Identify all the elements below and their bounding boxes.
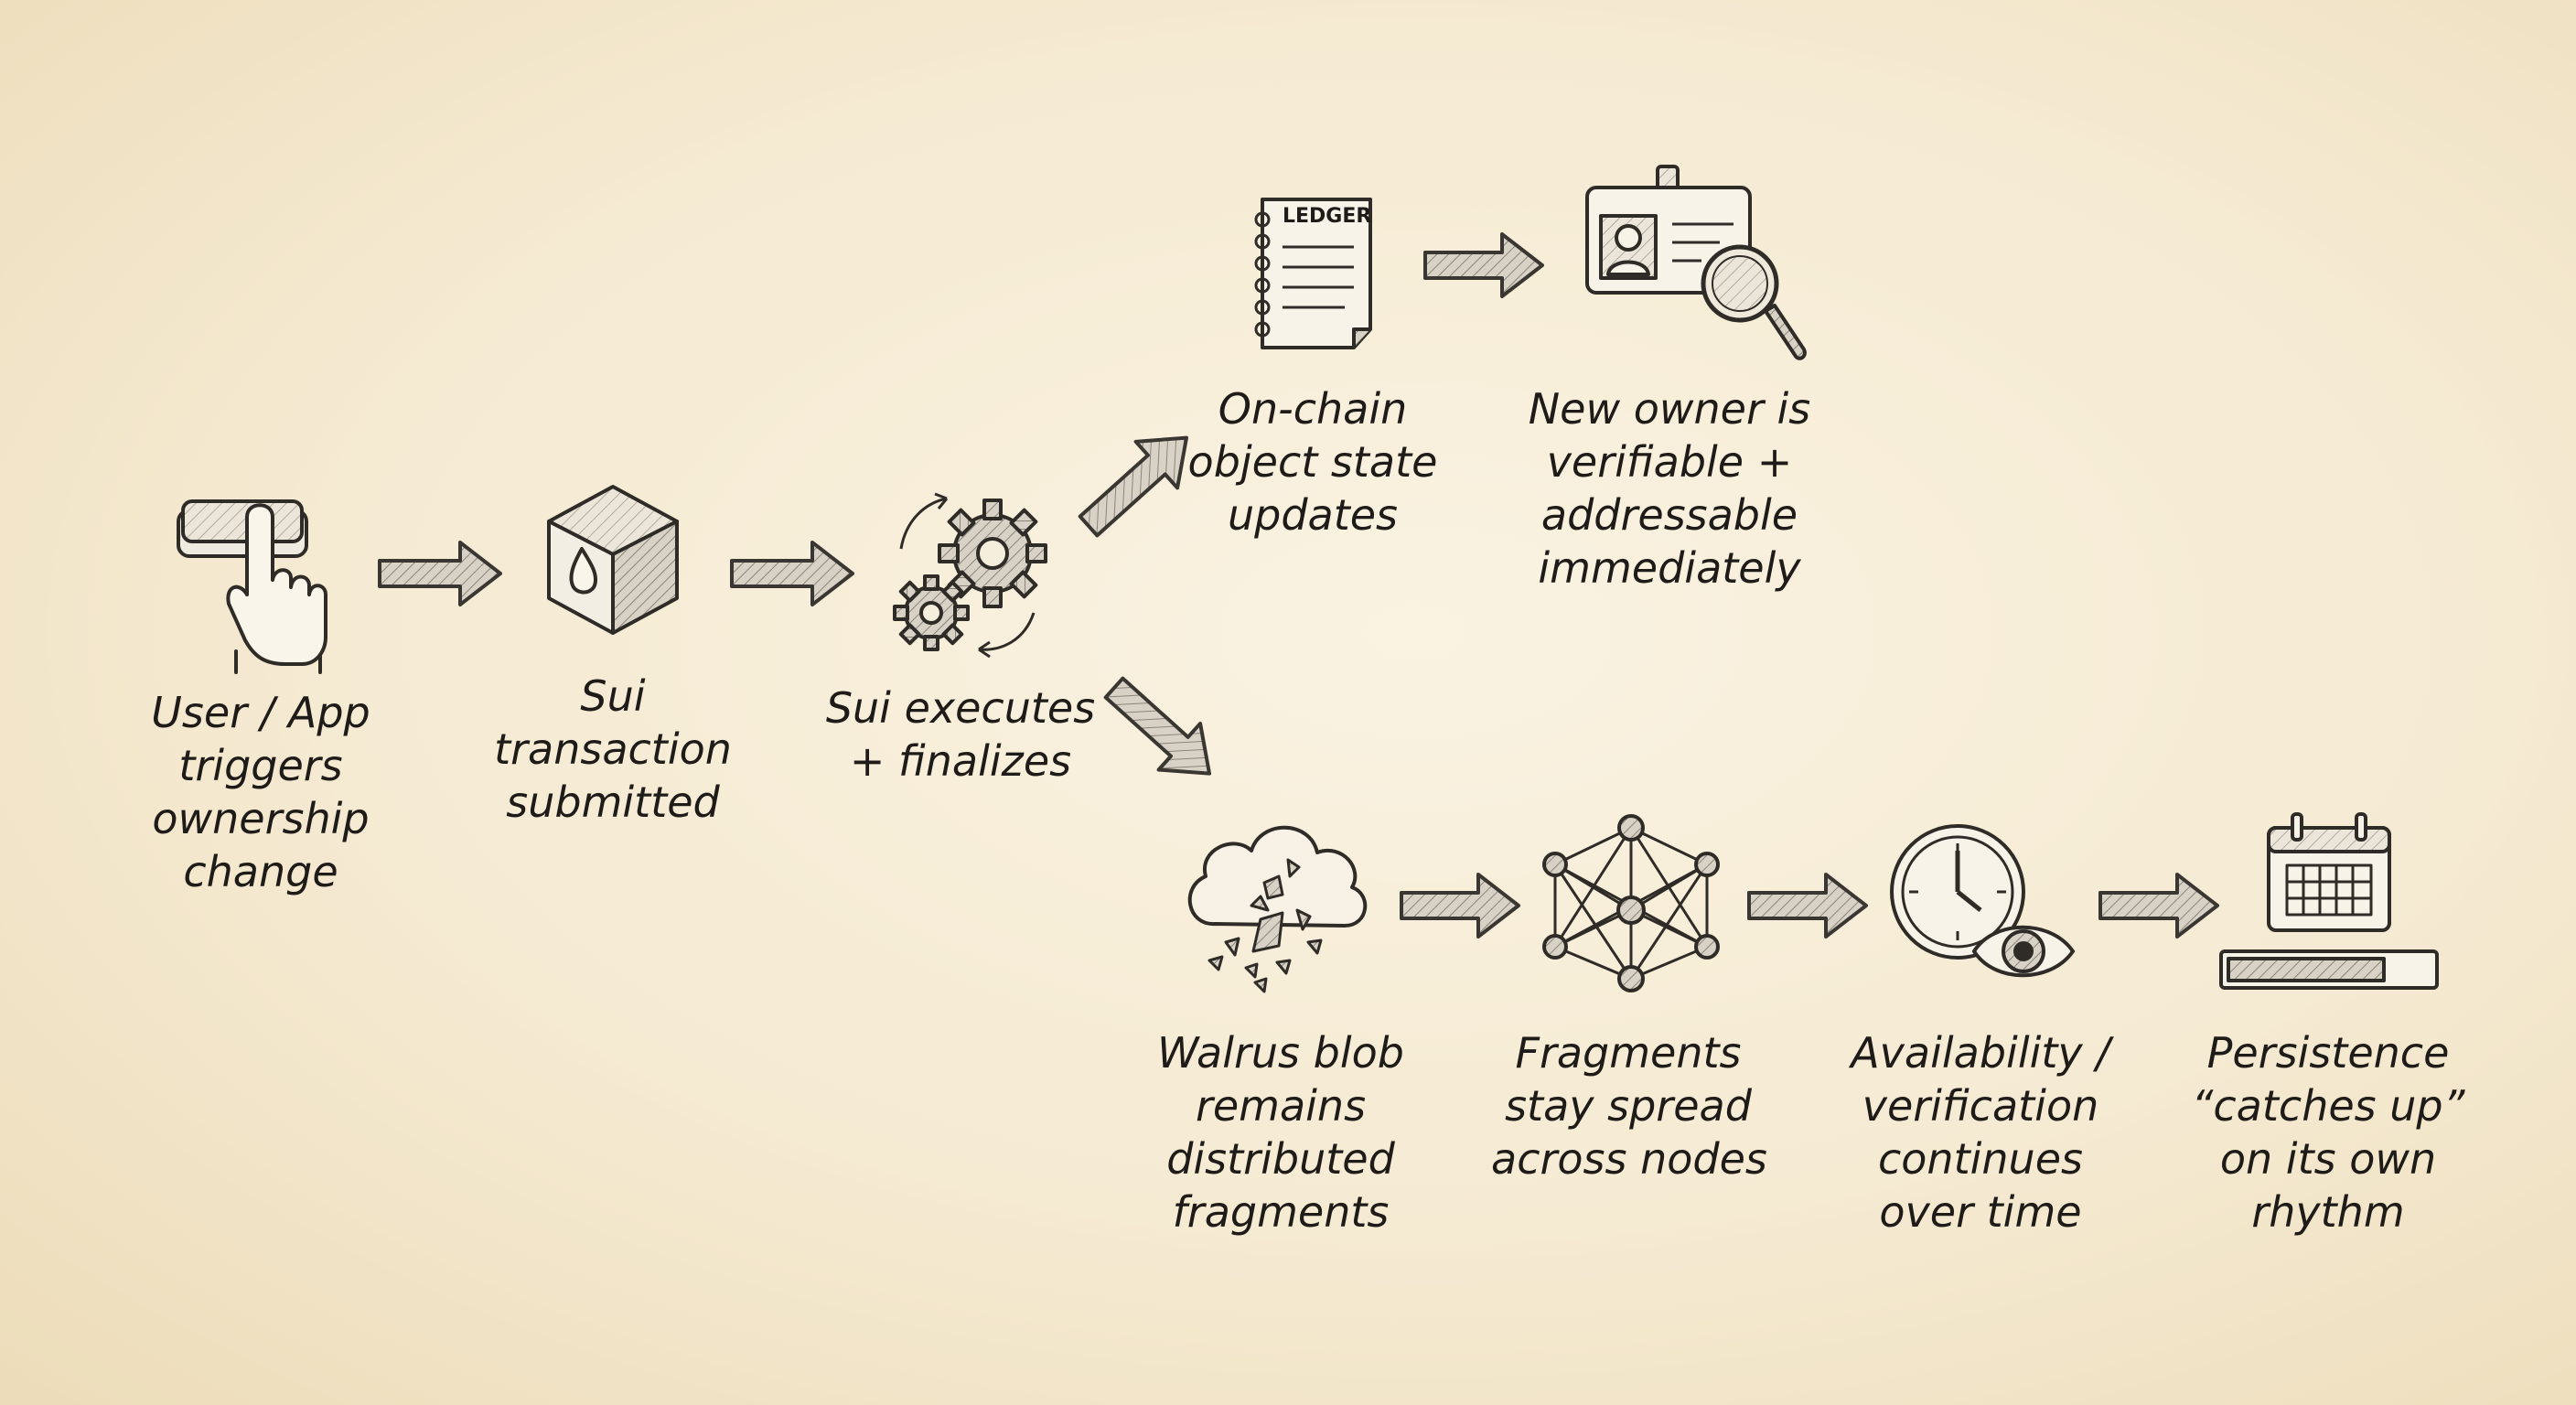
calendar-progress-icon (2219, 812, 2439, 990)
sui-cube-icon (547, 485, 679, 635)
cloud-fragments-icon (1187, 825, 1368, 993)
step-walrus-blob-label: Walrus blob remains distributed fragment… (1157, 1028, 1404, 1237)
step-availability-label: Availability / verification continues ov… (1851, 1028, 2110, 1237)
step-tx-submitted-label: Sui transaction submitted (494, 671, 732, 827)
arrow-execute-to-onchain (1078, 435, 1189, 538)
arrow-tx-to-execute (730, 541, 854, 606)
step-fragments-spread-label: Fragments stay spread across nodes (1491, 1028, 1767, 1184)
arrow-ledger-to-owner (1423, 232, 1544, 298)
arrow-execute-to-walrus (1103, 676, 1212, 776)
step-user-app-label: User / App triggers ownership change (151, 688, 370, 896)
step-onchain-state-label: On-chain object state updates (1187, 384, 1438, 540)
network-nodes-icon (1542, 814, 1720, 992)
ledger-icon-label: LEDGER (1283, 205, 1372, 228)
ledger-icon (1254, 198, 1372, 349)
step-new-owner-label: New owner is verifiable + addressable im… (1528, 384, 1811, 593)
hand-press-icon (177, 499, 327, 674)
arrow-walrus-to-fragments (1400, 873, 1520, 938)
clock-eye-icon (1890, 824, 2076, 978)
arrow-user-to-tx (378, 541, 502, 606)
id-badge-magnifier-icon (1585, 165, 1807, 360)
step-persistence-label: Persistence “catches up” on its own rhyt… (2191, 1028, 2465, 1237)
step-sui-executes-label: Sui executes + finalizes (825, 683, 1096, 786)
arrow-availability-to-persistence (2098, 873, 2219, 938)
arrow-fragments-to-availability (1747, 873, 1868, 938)
gears-icon (893, 492, 1047, 659)
